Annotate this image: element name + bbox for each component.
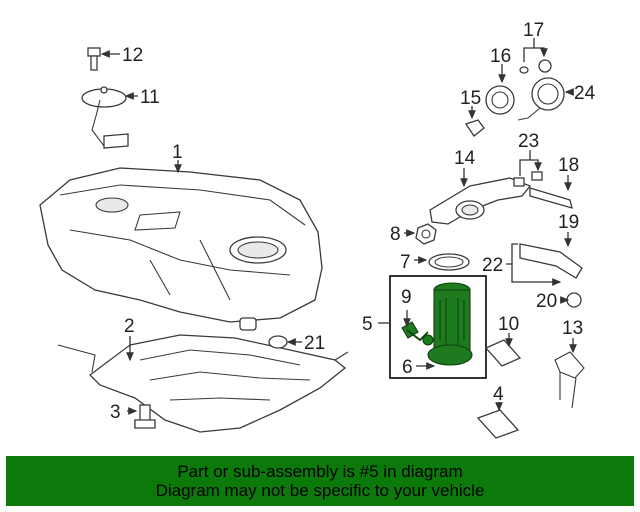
bolt-3[interactable]: [134, 404, 156, 429]
bracket-10[interactable]: [484, 339, 522, 367]
fuel-cap-24[interactable]: [517, 77, 565, 121]
fuel-tank[interactable]: [39, 167, 323, 331]
filler-housing-16[interactable]: [485, 85, 515, 115]
info-banner: Part or sub-assembly is #5 in diagram Di…: [6, 456, 634, 506]
callout-5: 5: [362, 314, 373, 335]
parts-diagram: 1 2 3 4 5 6 7 8 9 10 11 12 13 14 15 16 1…: [39, 20, 596, 439]
callout-11: 11: [140, 87, 160, 108]
callout-3: 3: [110, 402, 121, 423]
clip-13[interactable]: [554, 351, 585, 409]
gasket-7[interactable]: [428, 253, 470, 271]
callout-13: 13: [562, 318, 583, 339]
grommet-21[interactable]: [268, 335, 288, 349]
callout-7: 7: [400, 252, 411, 273]
pad-4[interactable]: [476, 409, 520, 439]
callout-20: 20: [536, 291, 557, 312]
callout-24: 24: [574, 83, 596, 104]
hose-19[interactable]: [519, 243, 583, 279]
banner-line-1: Part or sub-assembly is #5 in diagram: [177, 462, 463, 481]
filler-neck-14[interactable]: [429, 177, 532, 225]
hose-18[interactable]: [529, 187, 573, 209]
callout-21: 21: [304, 333, 325, 354]
callout-15: 15: [460, 88, 481, 109]
callout-4: 4: [493, 384, 504, 405]
banner-line-2: Diagram may not be specific to your vehi…: [155, 481, 485, 500]
callout-2: 2: [124, 316, 135, 337]
callout-1: 1: [172, 142, 183, 163]
callout-22: 22: [482, 255, 503, 276]
bolt-15[interactable]: [464, 119, 485, 137]
callout-8: 8: [390, 224, 401, 245]
callout-16: 16: [490, 46, 511, 67]
callout-12: 12: [122, 45, 143, 66]
clip-23[interactable]: [513, 171, 543, 187]
callout-23: 23: [518, 131, 539, 152]
callout-14: 14: [454, 148, 476, 169]
callout-10: 10: [498, 314, 519, 335]
screw-12[interactable]: [87, 47, 101, 71]
callout-19: 19: [558, 212, 579, 233]
sender-unit-11[interactable]: [81, 86, 129, 149]
leader-lines: [100, 38, 577, 415]
nut-8[interactable]: [415, 223, 437, 245]
clamp-20[interactable]: [566, 292, 582, 308]
callout-9: 9: [401, 287, 412, 308]
callout-18: 18: [558, 155, 579, 176]
callout-labels: 1 2 3 4 5 6 7 8 9 10 11 12 13 14 15 16 1…: [110, 20, 596, 423]
callout-6: 6: [402, 357, 413, 378]
callout-17: 17: [523, 20, 544, 41]
